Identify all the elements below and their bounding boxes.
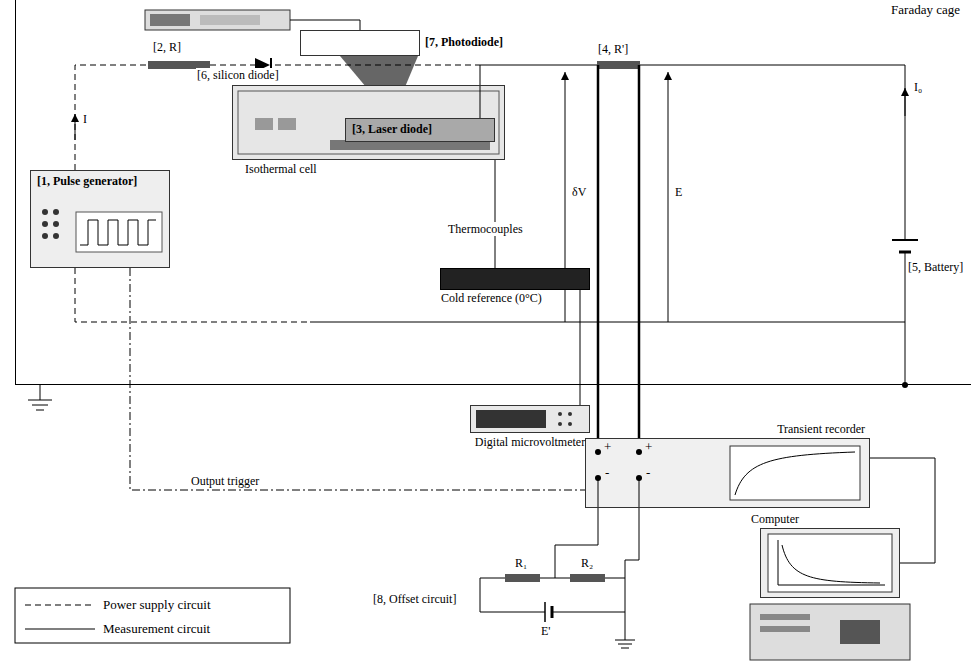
resistor-symbol — [505, 574, 540, 582]
battery-symbol — [892, 240, 918, 252]
legend-text: Measurement circuit — [103, 621, 210, 637]
isothermal-cell: Isothermal cell[3, Laser diode] — [232, 85, 505, 160]
pulse-generator: [1, Pulse generator] — [30, 170, 170, 268]
microvoltmeter-body — [470, 405, 590, 433]
node-text: Faraday cage — [891, 3, 960, 17]
node-text: Isothermal cell — [245, 162, 317, 176]
terminal-label: - — [645, 466, 651, 480]
component-label: R₂ — [580, 556, 594, 570]
node-text: [3, Laser diode] — [346, 119, 438, 139]
component-label: R₁ — [514, 556, 528, 570]
current-arrow — [905, 88, 906, 116]
legend-entry: Measurement circuit — [25, 621, 210, 637]
ground-symbol — [28, 385, 52, 410]
connector-label: Thermocouples — [447, 222, 524, 236]
part-label: [8, Offset circuit] — [372, 592, 457, 606]
node-text: Computer — [751, 512, 799, 526]
cold-reference: Cold reference (0°C) — [440, 268, 590, 290]
current-label: I — [82, 112, 88, 126]
isothermal-cell-body — [232, 85, 505, 160]
connector — [870, 458, 935, 563]
terminal-label: + — [603, 440, 612, 454]
connector-label: Output trigger — [190, 474, 260, 488]
voltage-label: δV — [571, 185, 587, 199]
legend-text: Power supply circuit — [103, 597, 211, 613]
terminal-label: - — [604, 466, 610, 480]
voltage-arrow — [668, 72, 669, 322]
computer: Computer — [760, 528, 900, 598]
node-text: Digital microvoltmeter — [471, 435, 589, 449]
offset-circuit — [480, 478, 639, 648]
computer-body — [750, 528, 910, 660]
voltage-label: E — [674, 185, 683, 199]
legend-sample — [25, 600, 95, 610]
pulse-generator-body — [30, 170, 170, 268]
measurement-wire — [310, 65, 905, 385]
connector — [130, 268, 585, 490]
photodiode-amplifier — [145, 10, 360, 30]
signal-cable — [598, 65, 639, 452]
node-text: [1, Pulse generator] — [31, 171, 143, 191]
power-supply-wire — [75, 65, 480, 322]
part-label: [5, Battery] — [907, 260, 964, 274]
node-text: Transient recorder — [777, 422, 865, 436]
current-arrow — [75, 114, 76, 140]
resistor-symbol — [570, 574, 605, 582]
part-label: [2, R] — [152, 40, 182, 54]
laser-diode: [3, Laser diode] — [345, 118, 495, 142]
photodiode: [7, Photodiode] — [300, 30, 420, 56]
current-label: I₀ — [913, 80, 923, 94]
connector — [495, 160, 496, 268]
legend-entry: Power supply circuit — [25, 597, 211, 613]
cage-contact — [902, 382, 908, 388]
connector — [580, 290, 581, 405]
legend-sample — [25, 624, 95, 634]
node-text: Cold reference (0°C) — [441, 291, 542, 305]
component-label: E' — [540, 624, 552, 638]
legend-frame — [15, 588, 290, 643]
faraday-cage: Faraday cage [1, Pulse generator] Isotherm… — [15, 0, 971, 385]
terminal-label: + — [644, 440, 653, 454]
microvoltmeter: Digital microvoltmeter — [470, 405, 590, 433]
part-label: [4, R'] — [597, 42, 629, 56]
node-text: [7, Photodiode] — [425, 35, 503, 49]
part-label: [6, silicon diode] — [196, 68, 280, 82]
transient-recorder: Transient recorder — [585, 438, 870, 508]
resistor-symbol — [597, 61, 640, 69]
recorder-body — [585, 438, 870, 508]
